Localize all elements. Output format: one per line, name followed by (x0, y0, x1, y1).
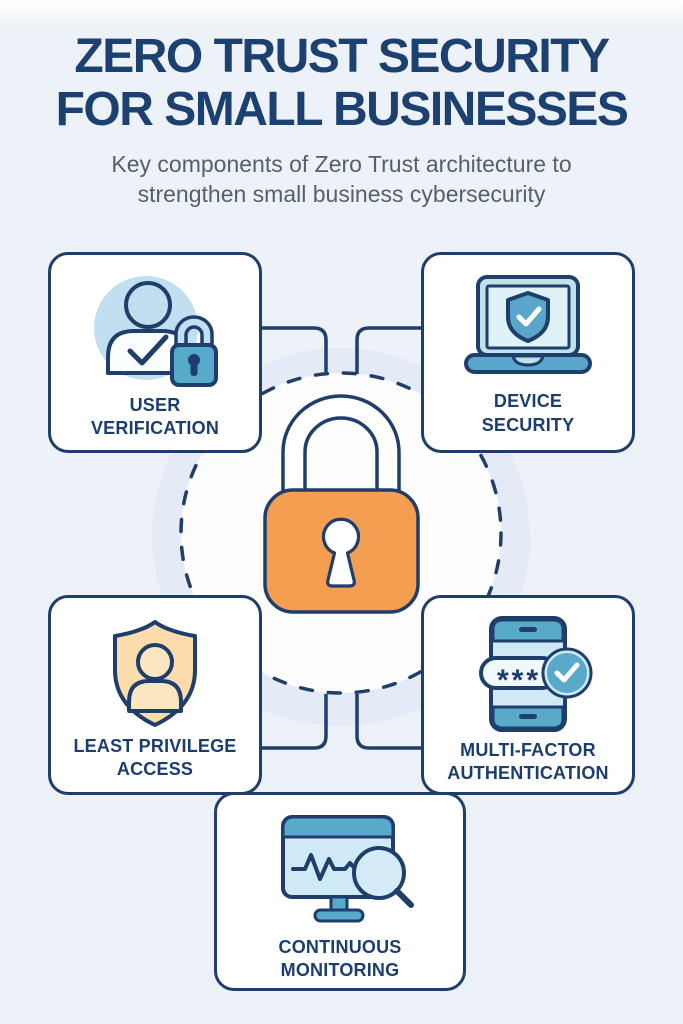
padlock-body (263, 488, 420, 614)
card-label: USER VERIFICATION (91, 394, 219, 441)
card-label-line-2: MONITORING (280, 960, 400, 981)
card-label: MULTI-FACTOR AUTHENTICATION (447, 739, 608, 786)
connector-bottom-right (355, 694, 421, 750)
card-label-line-2: VERIFICATION (90, 418, 220, 439)
card-label-line-2: ACCESS (116, 759, 194, 780)
card-label-line-1: DEVICE (493, 391, 563, 412)
subtitle-line-1: Key components of Zero Trust architectur… (111, 150, 572, 177)
card-label: LEAST PRIVILEGE ACCESS (73, 735, 236, 782)
card-label-line-1: CONTINUOUS (278, 937, 402, 957)
phone-otp-icon: *** (453, 614, 603, 739)
card-multi-factor-authentication: *** MULTI-FACTOR AUTHENTICATION (421, 595, 635, 795)
card-label-line-1: MULTI-FACTOR (460, 740, 596, 760)
card-continuous-monitoring: CONTINUOUS MONITORING (214, 792, 466, 991)
subtitle-line-2: strengthen small business cybersecurity (137, 180, 546, 207)
padlock-keyhole (321, 517, 361, 588)
otp-asterisks: *** (496, 664, 542, 697)
user-check-lock-icon (84, 271, 226, 394)
card-label-line-1: LEAST PRIVILEGE (73, 736, 237, 756)
connector-top-left (262, 326, 328, 374)
page-subtitle: Key components of Zero Trust architectur… (0, 149, 683, 210)
card-least-privilege-access: LEAST PRIVILEGE ACCESS (48, 595, 262, 795)
shield-user-icon (94, 614, 216, 735)
card-user-verification: USER VERIFICATION (48, 252, 262, 453)
title-line-1: ZERO TRUST SECURITY (74, 30, 610, 83)
card-label-line-1: USER (129, 395, 181, 415)
title-line-2: FOR SMALL BUSINESSES (55, 83, 629, 137)
monitor-pulse-icon (259, 811, 421, 936)
card-label-line-2: SECURITY (481, 414, 575, 435)
padlock-shackle (281, 394, 401, 497)
card-label: CONTINUOUS MONITORING (279, 936, 402, 983)
connector-bottom-left (262, 694, 328, 750)
connector-top-right (355, 326, 421, 374)
page-title: ZERO TRUST SECURITY FOR SMALL BUSINESSES (0, 30, 683, 137)
card-device-security: DEVICE SECURITY (421, 252, 635, 453)
header: ZERO TRUST SECURITY FOR SMALL BUSINESSES… (0, 30, 683, 209)
padlock-icon (263, 394, 420, 614)
card-label: DEVICE SECURITY (482, 390, 575, 437)
card-label-line-2: AUTHENTICATION (447, 763, 609, 784)
laptop-shield-icon (452, 271, 604, 388)
